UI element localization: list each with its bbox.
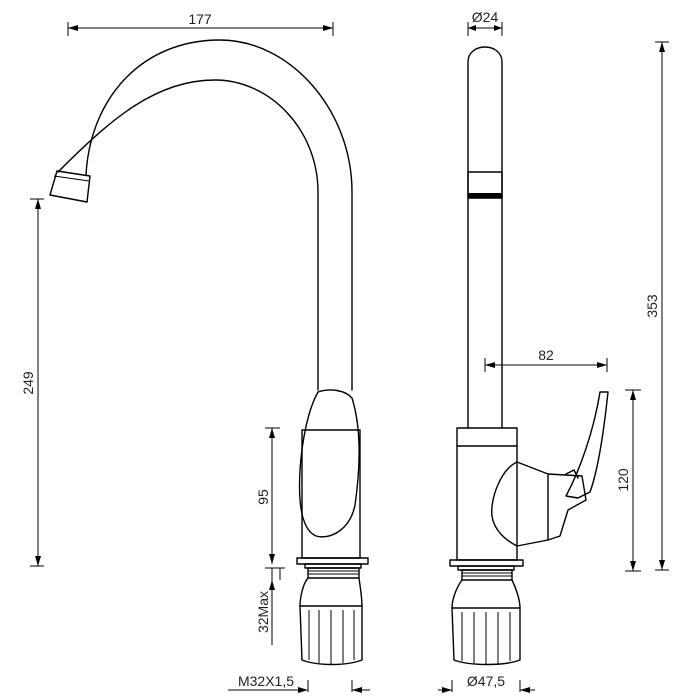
dim-thread: M32X1,5 bbox=[228, 673, 370, 693]
aerator-tip bbox=[49, 170, 91, 203]
dim-base-height: 95 bbox=[255, 427, 280, 564]
dim-label-95: 95 bbox=[255, 489, 271, 505]
dim-label-120: 120 bbox=[615, 468, 631, 492]
handle-lever-front bbox=[298, 389, 360, 538]
dim-label-d24: Ø24 bbox=[472, 9, 499, 25]
spout-outer bbox=[85, 39, 353, 391]
handle-lever-side bbox=[565, 391, 609, 499]
cartridge-housing bbox=[491, 461, 518, 547]
dim-label-249: 249 bbox=[20, 371, 36, 395]
mounting-nut-side bbox=[451, 607, 521, 666]
dim-label-32max: 32Max bbox=[255, 591, 271, 633]
side-tube bbox=[467, 46, 503, 429]
body-block bbox=[301, 429, 361, 559]
dim-label-177: 177 bbox=[188, 11, 212, 27]
dim-spout-diameter: Ø24 bbox=[467, 9, 503, 36]
dim-label-82: 82 bbox=[538, 347, 554, 363]
front-view bbox=[49, 39, 369, 666]
dim-label-353: 353 bbox=[644, 294, 660, 318]
dim-max-mount: 32Max bbox=[255, 567, 285, 645]
dim-total-height: 353 bbox=[644, 41, 669, 571]
dim-label-d47-5: Ø47,5 bbox=[467, 673, 505, 689]
side-view bbox=[449, 46, 609, 666]
dim-body-height: 249 bbox=[20, 198, 44, 567]
dim-base-diameter: Ø47,5 bbox=[438, 673, 535, 693]
dim-handle-projection: 82 bbox=[484, 347, 608, 372]
mounting-nut-front bbox=[299, 605, 363, 666]
dim-handle-height: 120 bbox=[615, 389, 641, 572]
dim-spout-reach: 177 bbox=[67, 11, 334, 36]
spout-inner bbox=[57, 79, 319, 391]
dim-label-thread: M32X1,5 bbox=[238, 673, 294, 689]
